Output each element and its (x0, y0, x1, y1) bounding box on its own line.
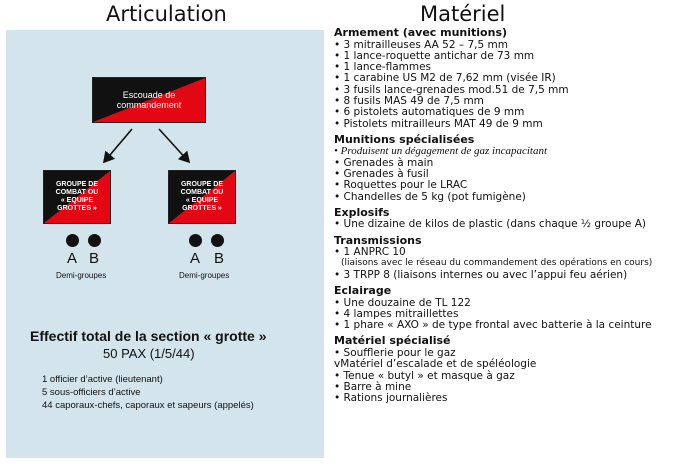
materiel-item: 3 TRPP 8 (liaisons internes ou avec l’ap… (334, 269, 679, 281)
half-group-a-label: A (190, 250, 201, 267)
materiel-item: Barre à mine (334, 381, 679, 393)
command-box-line: commandement (116, 100, 182, 110)
arrow-right (158, 128, 191, 164)
section-heading: Munitions spécialisées (334, 132, 475, 146)
hierarchy-arrows (102, 128, 191, 164)
section-heading: Transmissions (334, 233, 422, 247)
section-heading: Armement (avec munitions) (334, 26, 508, 39)
materiel-item: 4 lampes mitraillettes (334, 308, 679, 320)
articulation-panel: Escouade de commandement GROUPE DE COMBA… (6, 30, 324, 458)
composition-item: 44 caporaux-chefs, caporaux et sapeurs (… (42, 400, 254, 411)
group-label-line: COMBAT OU (55, 188, 99, 196)
half-groups-caption: Demi-groupes (179, 271, 230, 280)
materiel-item: 8 fusils MAS 49 de 7,5 mm (334, 95, 679, 107)
group-label-line: GROTTES » (182, 205, 222, 213)
group-label-line: « EQUIPE (60, 197, 94, 204)
command-squad-box: Escouade de commandement (92, 77, 206, 123)
materiel-item: vMatériel d’escalade et de spéléologie (334, 358, 537, 371)
materiel-item: Pistolets mitrailleurs MAT 49 de 9 mm (334, 118, 679, 130)
section-heading: Matériel spécialisé (334, 334, 451, 348)
materiel-title: Matériel (420, 2, 506, 26)
half-group-b-label: B (89, 250, 100, 267)
effectif-title: Effectif total de la section « grotte » (30, 328, 267, 344)
group-label-line: GROUPE DE (55, 180, 98, 188)
materiel-item: 6 pistolets automatiques de 9 mm (334, 106, 679, 118)
group-label-line: GROTTES » (57, 205, 97, 213)
section-heading: Explosifs (334, 205, 390, 219)
arrow-left (102, 128, 133, 164)
command-box-line: Escouade de (122, 89, 176, 100)
articulation-title: Articulation (106, 2, 227, 26)
materiel-item: Chandelles de 5 kg (pot fumigène) (334, 191, 679, 203)
materiel-item: Une douzaine de TL 122 (334, 297, 679, 309)
materiel-item: Tenue « butyl » et masque à gaz (334, 370, 679, 382)
materiel-item: 1 ANPRC 10 (334, 246, 679, 258)
combat-group-box: GROUPE DE COMBAT OU « EQUIPE GROTTES » (43, 170, 111, 224)
half-group-dot (88, 234, 101, 247)
half-group-a-label: A (67, 250, 78, 267)
materiel-item: 3 fusils lance-grenades mod.51 de 7,5 mm (334, 84, 679, 96)
half-groups-caption: Demi-groupes (56, 271, 107, 280)
half-group-dot (189, 234, 202, 247)
combat-group-box: GROUPE DE COMBAT OU « EQUIPE GROTTES » (168, 170, 236, 224)
materiel-item: Rations journalières (334, 392, 679, 404)
materiel-item: Grenades à fusil (334, 168, 679, 180)
materiel-item: Grenades à main (334, 157, 679, 169)
materiel-item: 1 carabine US M2 de 7,62 mm (visée IR) (334, 73, 679, 85)
materiel-item: 3 mitrailleuses AA 52 – 7,5 mm (334, 39, 679, 51)
group-label-line: GROUPE DE (180, 180, 223, 188)
materiel-item: 1 lance-flammes (334, 61, 679, 73)
materiel-list: Armement (avec munitions)3 mitrailleuses… (334, 26, 679, 404)
composition-item: 1 officier d’active (lieutenant) (42, 374, 163, 385)
materiel-item: Roquettes pour le LRAC (334, 179, 679, 191)
half-group-dot (211, 234, 224, 247)
materiel-item: 1 phare « AXO » de type frontal avec bat… (334, 319, 679, 331)
materiel-item: Produisent un dégagement de gaz incapaci… (334, 146, 679, 158)
section-heading: Eclairage (334, 284, 392, 298)
half-group-b-label: B (214, 250, 225, 267)
materiel-item: Une dizaine de kilos de plastic (dans ch… (334, 219, 679, 231)
materiel-item: 1 lance-roquette antichar de 73 mm (334, 50, 679, 62)
group-label-line: COMBAT OU (180, 188, 224, 196)
composition-item: 5 sous-officiers d’active (42, 387, 141, 398)
materiel-item: (liaisons avec le réseau du commandement… (341, 258, 653, 269)
effectif-count: 50 PAX (1/5/44) (103, 346, 195, 361)
materiel-item: Soufflerie pour le gaz (334, 347, 679, 359)
group-label-line: « EQUIPE (185, 197, 219, 204)
half-group-dot (66, 234, 79, 247)
